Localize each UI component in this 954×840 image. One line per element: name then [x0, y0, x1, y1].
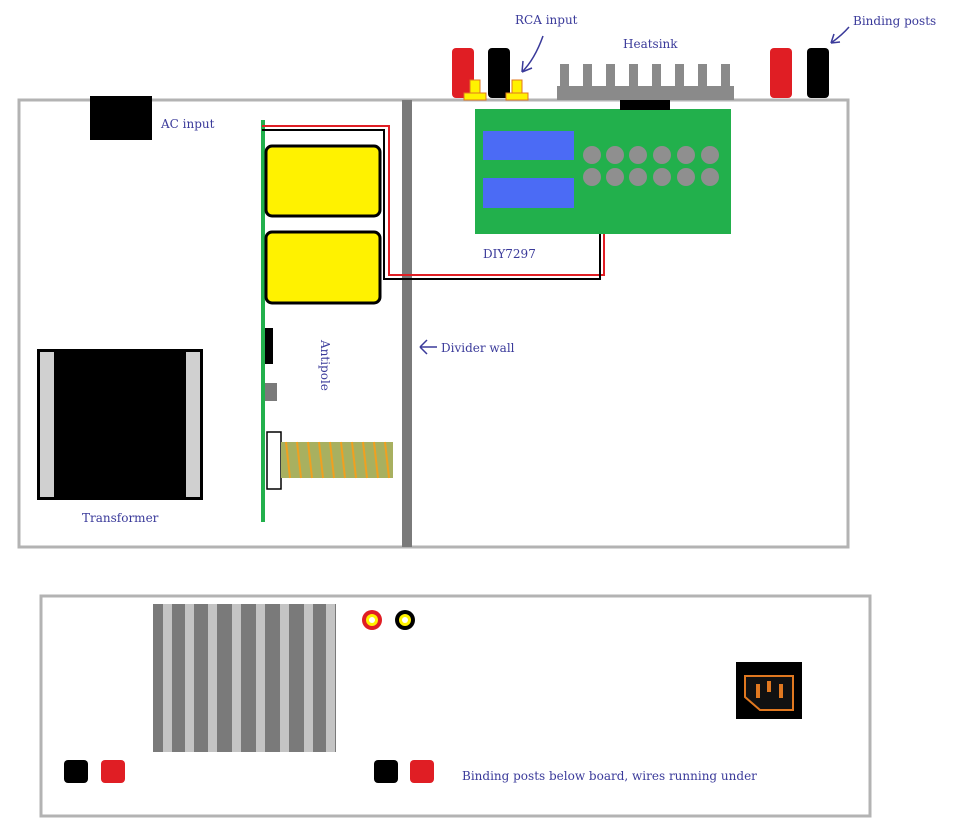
rca-jack-black: [395, 610, 415, 630]
binding-posts-rear-left: [64, 760, 125, 783]
arrow-divider-icon: [419, 339, 437, 355]
label-divider-wall: Divider wall: [441, 341, 515, 355]
divider-wall: [402, 100, 412, 547]
heatsink-rear: [153, 604, 336, 752]
rca-input-posts: [452, 48, 529, 101]
antipole-component-black: [265, 328, 273, 364]
blue-chip-1: [483, 131, 574, 160]
label-rear-note: Binding posts below board, wires running…: [462, 769, 757, 783]
label-binding-posts: Binding posts: [853, 14, 937, 28]
iec-ac-socket: [736, 662, 802, 719]
label-diy7297: DIY7297: [483, 247, 536, 261]
antipole-board: [261, 120, 265, 522]
transformer: [37, 349, 203, 500]
label-transformer: Transformer: [82, 511, 159, 525]
antipole-component-grey: [265, 383, 277, 401]
arrow-rca-icon: [521, 35, 544, 73]
antipole-coil: [266, 431, 393, 490]
yellow-capacitor-1: [264, 144, 382, 218]
heatsink-top: [557, 64, 734, 110]
power-wires: [262, 125, 605, 280]
arrow-binding-icon: [830, 26, 850, 44]
binding-posts-top: [770, 48, 829, 98]
binding-posts-rear-right: [374, 760, 434, 783]
rca-jack-red: [362, 610, 382, 630]
label-antipole: Antipole: [318, 340, 332, 391]
label-ac-input: AC input: [161, 117, 215, 131]
diy7297-board: [475, 109, 731, 234]
label-heatsink: Heatsink: [623, 37, 678, 51]
yellow-capacitor-2: [264, 230, 382, 305]
blue-chip-2: [483, 178, 574, 208]
ac-input-block: [90, 96, 152, 140]
label-rca-input: RCA input: [515, 13, 578, 27]
